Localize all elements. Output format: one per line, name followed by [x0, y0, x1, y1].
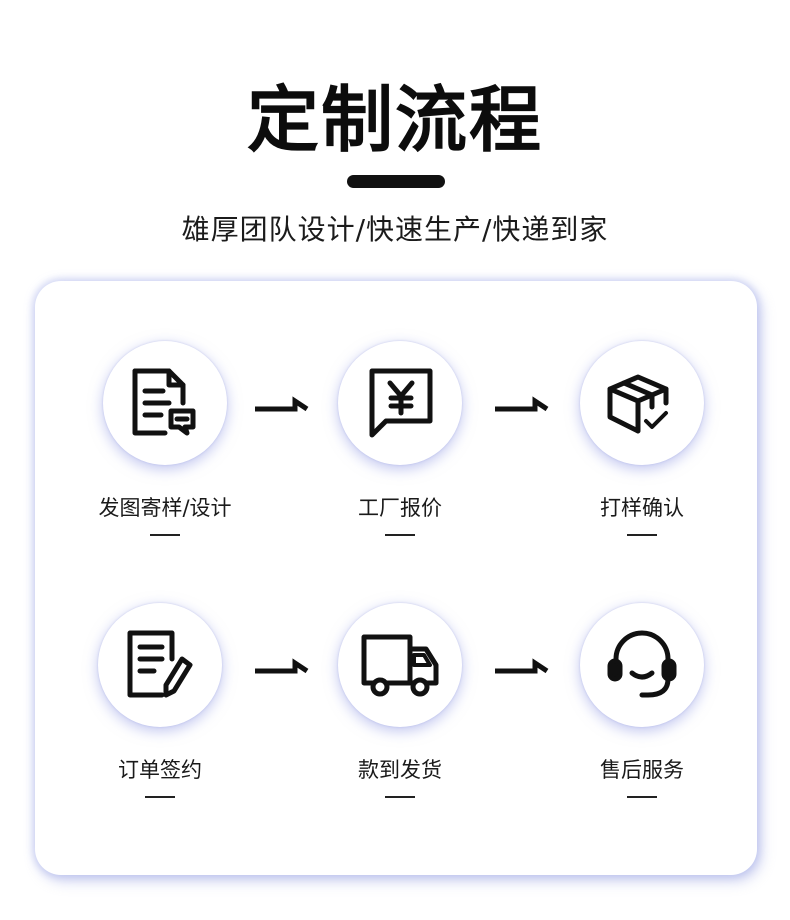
arrow-right-icon: [495, 658, 549, 674]
step-label: 发图寄样/设计: [98, 496, 232, 520]
arrow-right-icon: [255, 658, 309, 674]
headset-icon: [607, 630, 677, 698]
truck-icon: [361, 634, 439, 697]
step-icon-circle: [580, 341, 704, 465]
yuan-message-icon: [369, 368, 433, 438]
step-underline: [385, 796, 415, 798]
title-underline: [347, 175, 445, 188]
step-icon-circle: [338, 603, 462, 727]
step-label: 工厂报价: [358, 496, 442, 520]
step-underline: [385, 534, 415, 536]
step-icon-circle: [338, 341, 462, 465]
step-icon-circle: [580, 603, 704, 727]
step-label: 打样确认: [600, 496, 684, 520]
document-pen-icon: [127, 630, 193, 698]
process-panel: 发图寄样/设计 工厂报价: [35, 281, 757, 875]
step-icon-circle: [98, 603, 222, 727]
box-check-icon: [607, 374, 669, 434]
step-label: 订单签约: [118, 758, 202, 782]
page-subtitle: 雄厚团队设计/快速生产/快递到家: [181, 213, 609, 246]
step-icon-circle: [103, 341, 227, 465]
step-underline: [627, 534, 657, 536]
page-title: 定制流程: [246, 78, 543, 162]
step-underline: [627, 796, 657, 798]
step-underline: [150, 534, 180, 536]
step-label: 款到发货: [358, 758, 442, 782]
arrow-right-icon: [495, 396, 549, 412]
arrow-right-icon: [255, 396, 309, 412]
step-underline: [145, 796, 175, 798]
document-chat-icon: [132, 368, 196, 436]
step-label: 售后服务: [600, 758, 684, 782]
